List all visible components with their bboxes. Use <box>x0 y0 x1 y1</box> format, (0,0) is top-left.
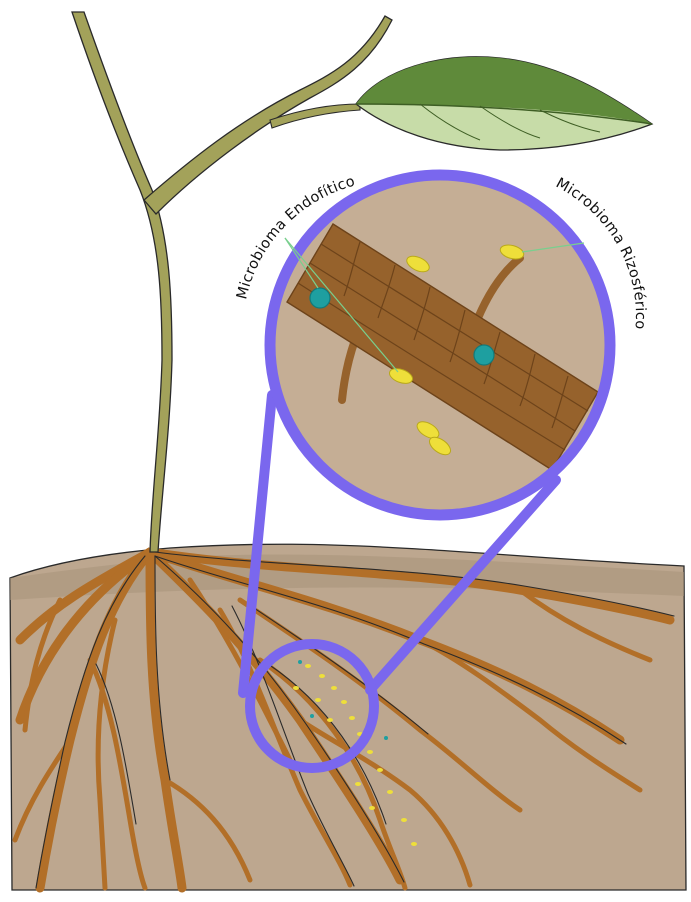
magnifier-lens <box>270 175 610 515</box>
stem <box>72 12 172 552</box>
endophyte-cell <box>310 288 330 308</box>
endophyte-cell <box>474 345 494 365</box>
